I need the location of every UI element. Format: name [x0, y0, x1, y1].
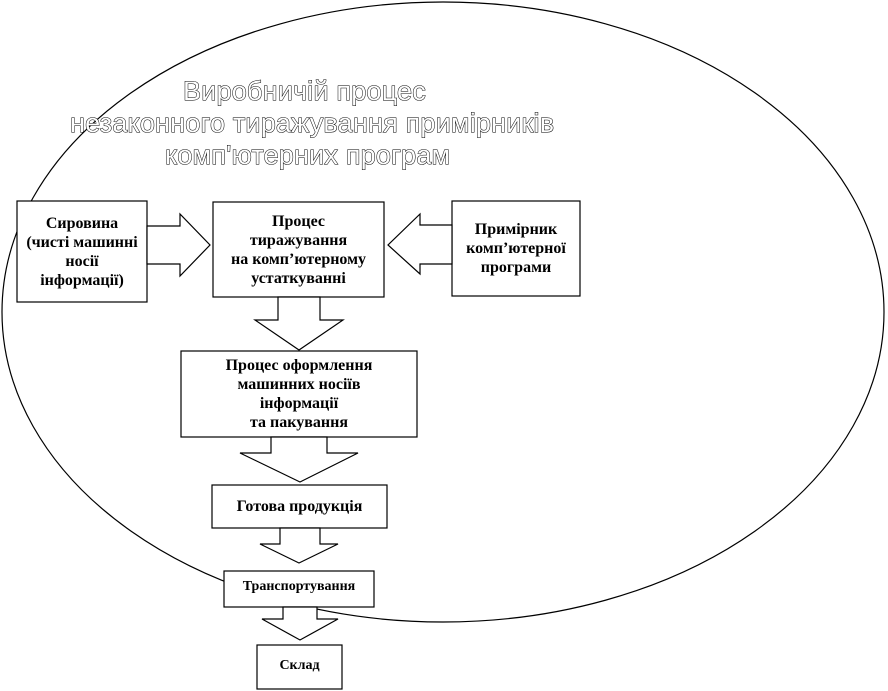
packaging-line-4: та пакування [250, 414, 348, 431]
finished-product-text: Готова продукція [212, 485, 387, 528]
copy-line-2: комп’ютерної [466, 240, 566, 257]
raw-material-line-1: Сировина [45, 214, 119, 232]
program-copy-text: Примірник комп’ютерної програми [452, 201, 580, 296]
packaging-line-2: машинних носіїв [237, 376, 361, 393]
arrow-down-replication-to-packaging [253, 296, 345, 351]
replication-line-1: Процес [272, 212, 325, 230]
process-circle [1, 1, 885, 623]
replication-line-3: на комп’ютерному [230, 250, 367, 268]
packaging-process-box [180, 350, 418, 438]
arrow-left-copy-to-replication [387, 212, 453, 276]
arrow-right-raw-to-replication [146, 212, 211, 278]
warehouse-text: Склад [257, 645, 342, 685]
packaging-line-1: Процес оформлення [225, 357, 373, 374]
warehouse-label: Склад [279, 657, 320, 673]
packaging-line-3: інформації [259, 395, 339, 412]
raw-material-line-4: інформації) [40, 271, 124, 289]
arrow-down-finished-to-transport [259, 527, 339, 564]
replication-process-text: Процес тиражування на комп’ютерному уста… [213, 202, 384, 297]
transportation-label: Транспортування [242, 578, 356, 594]
packaging-process-text: Процес оформлення машинних носіїв інформ… [181, 351, 417, 437]
finished-product-label: Готова продукція [236, 498, 363, 515]
arrow-down-packaging-to-finished [239, 436, 359, 483]
transportation-box [223, 570, 375, 608]
raw-material-box [16, 200, 148, 303]
replication-line-2: тиражування [249, 231, 348, 249]
transportation-text: Транспортування [224, 571, 374, 601]
replication-line-4: устаткуванні [251, 269, 346, 287]
raw-material-text: Сировина (чисті машинні носії інформації… [17, 201, 147, 302]
raw-material-line-3: носії [65, 252, 99, 270]
arrow-down-transport-to-warehouse [261, 606, 339, 641]
title-line-1: Виробничій процес [183, 76, 427, 107]
warehouse-box [256, 644, 343, 690]
copy-line-1: Примірник [474, 221, 558, 238]
title-line-2: незаконного тиражування примірників [69, 108, 555, 139]
title-line-3: комп'ютерних програм [164, 140, 451, 171]
raw-material-line-2: (чисті машинні [26, 233, 138, 251]
copy-line-3: програми [480, 259, 552, 276]
replication-process-box [212, 201, 385, 298]
program-copy-box [451, 200, 581, 297]
